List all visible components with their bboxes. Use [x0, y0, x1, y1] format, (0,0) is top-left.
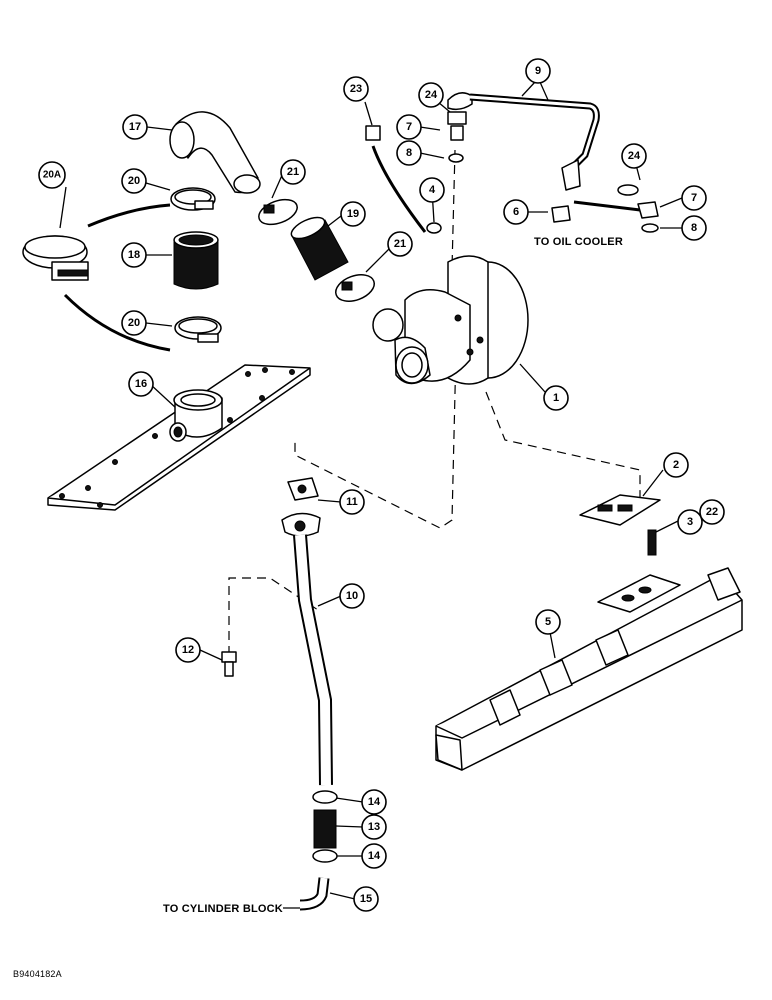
svg-text:21: 21 — [394, 238, 406, 250]
oil-drain-pipe-part — [281, 512, 333, 786]
hose-clamp-21a-part — [258, 198, 298, 226]
hose-clamp-14a-part — [312, 790, 338, 804]
callout-24-right: 24 — [621, 143, 647, 169]
callout-20-upper: 20 — [121, 168, 147, 194]
svg-text:4: 4 — [429, 184, 436, 196]
gasket-2-part — [579, 494, 661, 526]
svg-text:14: 14 — [368, 850, 381, 862]
svg-text:21: 21 — [287, 166, 299, 178]
svg-text:3: 3 — [687, 516, 693, 528]
svg-text:12: 12 — [182, 644, 194, 656]
svg-text:10: 10 — [346, 590, 358, 602]
dashed-assembly-line-fitting — [451, 149, 456, 269]
hose-sleeve-angled-part — [290, 216, 349, 281]
dashed-assembly-line-turbo-to-pipe — [294, 264, 459, 529]
callout-7-right: 7 — [681, 185, 707, 211]
callout-18: 18 — [121, 242, 147, 268]
svg-text:5: 5 — [545, 616, 551, 628]
svg-text:15: 15 — [360, 893, 372, 905]
callout-14-lower: 14 — [361, 843, 387, 869]
callout-1: 1 — [543, 385, 569, 411]
stud-3-part — [647, 529, 657, 556]
callout-7-left: 7 — [396, 114, 422, 140]
svg-text:24: 24 — [425, 89, 438, 101]
hose-clamp-upper-part — [170, 187, 216, 211]
callout-13: 13 — [361, 814, 387, 840]
figure-code: B9404182A — [13, 969, 62, 979]
oil-fitting-stack-part — [447, 92, 473, 163]
svg-text:14: 14 — [368, 796, 381, 808]
callout-2: 2 — [663, 452, 689, 478]
svg-text:18: 18 — [128, 249, 140, 261]
svg-text:24: 24 — [628, 150, 641, 162]
gasket-11-part — [287, 477, 319, 501]
callout-11: 11 — [339, 489, 365, 515]
elbow-tube-15-part — [299, 877, 330, 911]
turbocharger-part — [372, 255, 529, 385]
callout-12: 12 — [175, 637, 201, 663]
svg-text:1: 1 — [553, 392, 559, 404]
bolt-12-part — [221, 651, 237, 677]
svg-text:16: 16 — [135, 378, 147, 390]
callout-8-left: 8 — [396, 140, 422, 166]
callout-8-right: 8 — [681, 215, 707, 241]
hose-clamp-lower-part — [174, 316, 222, 343]
callout-10: 10 — [339, 583, 365, 609]
callout-16: 16 — [128, 371, 154, 397]
callout-21-upper: 21 — [280, 159, 306, 185]
callout-20A: 20A — [38, 161, 66, 189]
callout-15: 15 — [353, 886, 379, 912]
oil-cooler-fittings-part — [551, 184, 659, 233]
oil-tube-part — [469, 93, 600, 191]
hose-sleeve-part — [173, 231, 219, 290]
callout-9: 9 — [525, 58, 551, 84]
svg-text:6: 6 — [513, 206, 519, 218]
svg-text:8: 8 — [691, 222, 697, 234]
svg-text:20A: 20A — [43, 170, 61, 181]
hose-clamp-14b-part — [312, 849, 338, 863]
elbow-hose-part — [169, 111, 261, 194]
callout-22: 22 — [699, 499, 725, 525]
callout-5: 5 — [535, 609, 561, 635]
svg-text:9: 9 — [535, 65, 541, 77]
dashed-assembly-line-turbo-to-gasket — [485, 391, 641, 498]
band-clamp-part — [22, 235, 89, 281]
callout-14-upper: 14 — [361, 789, 387, 815]
exhaust-manifold-part — [435, 567, 743, 771]
connector-lines — [63, 145, 641, 352]
svg-text:2: 2 — [673, 459, 679, 471]
callout-6: 6 — [503, 199, 529, 225]
fitting-23-part — [365, 125, 381, 141]
callout-24-left: 24 — [418, 82, 444, 108]
svg-text:17: 17 — [129, 121, 141, 133]
dashed-assembly-line-bolt — [228, 577, 319, 655]
callout-21-lower: 21 — [387, 231, 413, 257]
svg-text:7: 7 — [406, 121, 412, 133]
callout-19: 19 — [340, 201, 366, 227]
svg-text:7: 7 — [691, 192, 697, 204]
svg-text:22: 22 — [706, 506, 718, 518]
caption-to-oil-cooler: TO OIL COOLER — [534, 236, 623, 248]
callout-17: 17 — [122, 114, 148, 140]
svg-text:13: 13 — [368, 821, 380, 833]
callout-3: 3 — [677, 509, 703, 535]
svg-text:19: 19 — [347, 208, 359, 220]
cover-plate-part — [47, 364, 311, 511]
svg-text:20: 20 — [128, 175, 140, 187]
fitting-4-part — [426, 222, 442, 234]
svg-text:11: 11 — [346, 496, 358, 508]
hose-13-part — [313, 809, 337, 849]
svg-text:20: 20 — [128, 317, 140, 329]
callout-23: 23 — [343, 76, 369, 102]
hose-clamp-21b-part — [335, 274, 375, 302]
caption-to-cylinder-block: TO CYLINDER BLOCK — [163, 903, 283, 915]
callout-4: 4 — [419, 177, 445, 203]
callout-20-lower: 20 — [121, 310, 147, 336]
svg-text:23: 23 — [350, 83, 362, 95]
svg-text:8: 8 — [406, 147, 412, 159]
